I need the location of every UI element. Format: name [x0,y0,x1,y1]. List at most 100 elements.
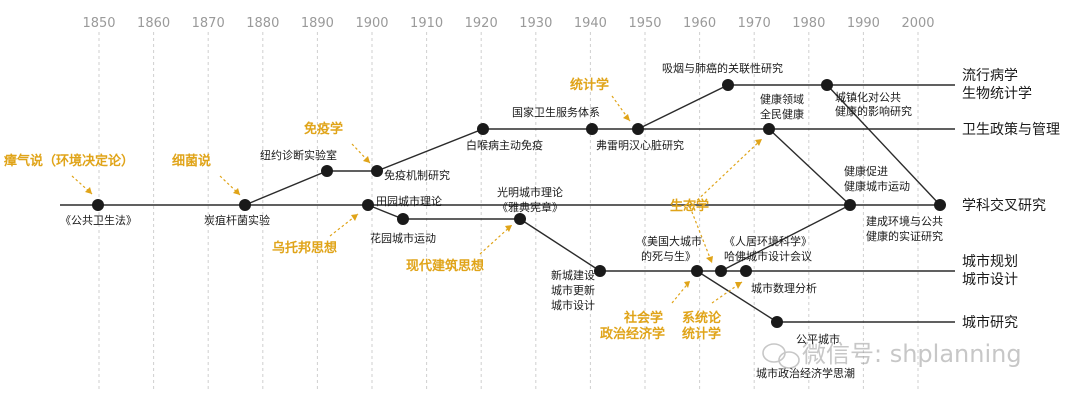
events-label: 光明城市理论 [497,185,563,199]
node-cross-disciplinary [934,199,946,211]
node-health-for-all [763,123,775,135]
events-label: 国家卫生服务体系 [512,105,600,119]
arrow-utopia [329,213,359,237]
arrowhead [735,282,742,289]
influences-label: 系统论 [682,310,722,326]
node-smoking [722,79,734,91]
influences-label: 统计学 [570,77,609,93]
arrow-ecology-2 [689,206,713,264]
urbanization-link [826,84,941,206]
node-urbanization [821,79,833,91]
events-label: 炭疽杆菌实验 [204,213,270,227]
influences-label: 免疫学 [304,121,343,137]
year-label: 1850 [82,16,115,31]
arrowhead [351,214,358,221]
arrowhead [755,139,762,146]
node-ny-lab [321,165,333,177]
arrowhead [85,187,92,194]
outcomes-label: 学科交叉研究 [962,197,1046,214]
arrowhead [684,281,690,288]
events-label: 城市更新 [551,283,595,297]
arrowhead [505,225,512,232]
node-garden-city-movement [397,213,409,225]
influences-label: 瘴气说（环境决定论） [3,153,134,169]
year-gridlines [98,32,919,392]
arrow-modernism [479,224,513,255]
year-label: 1930 [519,16,552,31]
events-label: 的死与生》 [641,249,696,263]
event-labels: 《公共卫生法》炭疽杆菌实验纽约诊断实验室免疫机制研究白喉病主动免疫国家卫生服务体… [60,61,943,380]
events-label: 哈佛城市设计会议 [724,249,812,263]
events-label: 健康促进 [844,164,888,178]
influences-label: 乌托邦思想 [272,240,337,256]
influences-label: 现代建筑思想 [406,258,484,274]
urban-research-branch [696,270,955,323]
node-jacobs [691,265,703,277]
year-label: 1990 [847,16,880,31]
node-anthrax [239,199,251,211]
design-conference-link [720,204,851,272]
events-label: 健康领域 [760,92,804,106]
year-label: 1940 [574,16,607,31]
year-label: 1900 [355,16,388,31]
node-harvard [715,265,727,277]
health-promotion-link [768,128,851,206]
outcomes-label: 流行病学 [962,68,1018,84]
events-label: 田园城市理论 [376,194,442,208]
node-immunity [371,165,383,177]
events-label: 健康城市运动 [844,179,910,193]
events-label: 《美国大城市 [636,234,702,248]
year-label: 1970 [738,16,771,31]
node-radiant-city [514,213,526,225]
node-just-city [771,316,783,328]
node-nhs [586,123,598,135]
events-label: 城镇化对公共 [835,90,901,104]
events-label: 弗雷明汉心脏研究 [596,138,684,152]
arrowhead [233,188,240,195]
events-label: 吸烟与肺癌的关联性研究 [662,61,783,75]
events-label: 《雅典宪章》 [497,200,563,214]
node-public-health-act [92,199,104,211]
arrow-ecology-1 [689,138,763,208]
events-label: 花园城市运动 [370,231,436,245]
events-label: 城市政治经济学思潮 [756,366,855,380]
arrowhead [706,256,713,263]
arrowheads [85,114,762,289]
year-label: 1880 [246,16,279,31]
year-label: 1860 [137,16,170,31]
node-garden-city-theory [362,199,374,211]
outcomes-label: 城市规划 [962,253,1018,270]
year-label: 1890 [301,16,334,31]
node-diphtheria [477,123,489,135]
wechat-icon [762,343,800,369]
year-label: 1870 [192,16,225,31]
influences-label: 统计学 [682,326,721,342]
arrowhead [623,114,630,121]
node-framingham [632,123,644,135]
events-label: 健康的影响研究 [835,104,912,118]
influences-label: 社会学 [623,310,663,326]
events-label: 白喉病主动免疫 [466,138,543,152]
influences-label: 生态学 [670,198,709,214]
year-label: 1950 [628,16,661,31]
events-label: 全民健康 [760,107,804,121]
events-label: 纽约诊断实验室 [260,148,337,162]
outcomes-label: 生物统计学 [962,86,1032,102]
influences-label: 政治经济学 [600,326,665,342]
node-health-promotion [844,199,856,211]
event-nodes [92,79,946,328]
node-math-analysis [740,265,752,277]
events-label: 《公共卫生法》 [60,213,137,227]
influence-labels: 瘴气说（环境决定论）细菌说免疫学乌托邦思想现代建筑思想统计学生态学社会学政治经济… [3,77,722,342]
year-label: 1960 [683,16,716,31]
year-label: 1980 [792,16,825,31]
outcomes-label: 卫生政策与管理 [962,121,1060,138]
events-label: 新城建设 [551,268,595,282]
events-label: 《人居环境科学》 [724,234,812,248]
events-label: 建成环境与公共 [866,214,943,228]
arrowhead [363,156,370,163]
node-new-town [594,265,606,277]
outcomes-label: 城市设计 [962,271,1018,288]
